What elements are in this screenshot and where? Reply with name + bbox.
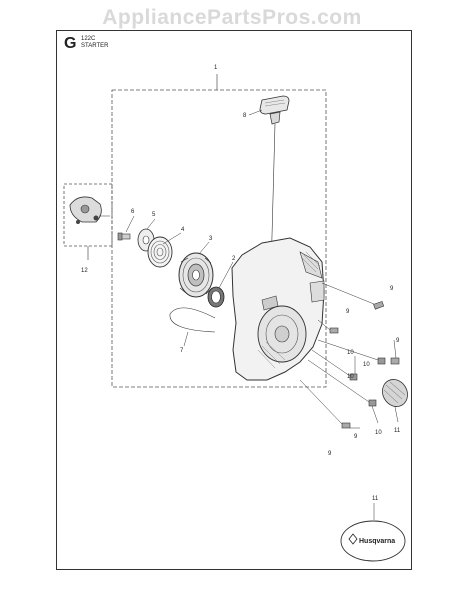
callout-9a: 9 bbox=[390, 286, 394, 292]
husqvarna-decal: Husqvarna bbox=[340, 520, 406, 562]
brand-logo-text: Husqvarna bbox=[359, 538, 395, 545]
pawl-assembly-part bbox=[69, 196, 110, 224]
screw-9-middle bbox=[317, 319, 339, 334]
callout-3: 3 bbox=[209, 236, 213, 242]
callout-9e: 9 bbox=[328, 451, 332, 457]
screws-10 bbox=[307, 339, 386, 407]
leader-lines bbox=[125, 215, 399, 429]
screw-part bbox=[117, 232, 131, 241]
callout-12: 12 bbox=[81, 268, 88, 274]
recoil-spring-part bbox=[147, 236, 173, 268]
callout-10d: 10 bbox=[375, 430, 382, 436]
diagram-frame bbox=[56, 30, 412, 570]
rope-coil bbox=[169, 307, 216, 333]
callout-9c: 9 bbox=[396, 338, 400, 344]
callout-10b: 10 bbox=[363, 362, 370, 368]
section-code: 122C bbox=[81, 36, 96, 42]
screw-9-upper bbox=[321, 282, 385, 310]
callout-11-decal: 11 bbox=[372, 496, 379, 502]
callout-4: 4 bbox=[181, 227, 185, 233]
screw-9-lower bbox=[299, 379, 351, 429]
callout-7: 7 bbox=[180, 348, 184, 354]
callout-9b: 9 bbox=[346, 309, 350, 315]
label-plate-part bbox=[382, 379, 408, 407]
callout-1: 1 bbox=[214, 65, 218, 71]
callout-9d: 9 bbox=[354, 434, 358, 440]
section-letter: G bbox=[64, 35, 77, 52]
callout-10c: 10 bbox=[347, 374, 354, 380]
watermark: AppliancePartsPros.com bbox=[102, 6, 362, 29]
callout-11: 11 bbox=[394, 428, 401, 434]
husqvarna-crown-icon bbox=[348, 533, 358, 545]
callout-2: 2 bbox=[232, 256, 236, 262]
starter-handle-part bbox=[248, 95, 290, 125]
callout-8: 8 bbox=[243, 113, 247, 119]
callout-6: 6 bbox=[131, 209, 135, 215]
callout-10a: 10 bbox=[347, 350, 354, 356]
starter-housing-part bbox=[231, 237, 325, 381]
section-name: STARTER bbox=[81, 43, 109, 49]
rope-pulley-part bbox=[178, 252, 214, 298]
screw-9-right bbox=[390, 357, 400, 365]
callout-5: 5 bbox=[152, 212, 156, 218]
